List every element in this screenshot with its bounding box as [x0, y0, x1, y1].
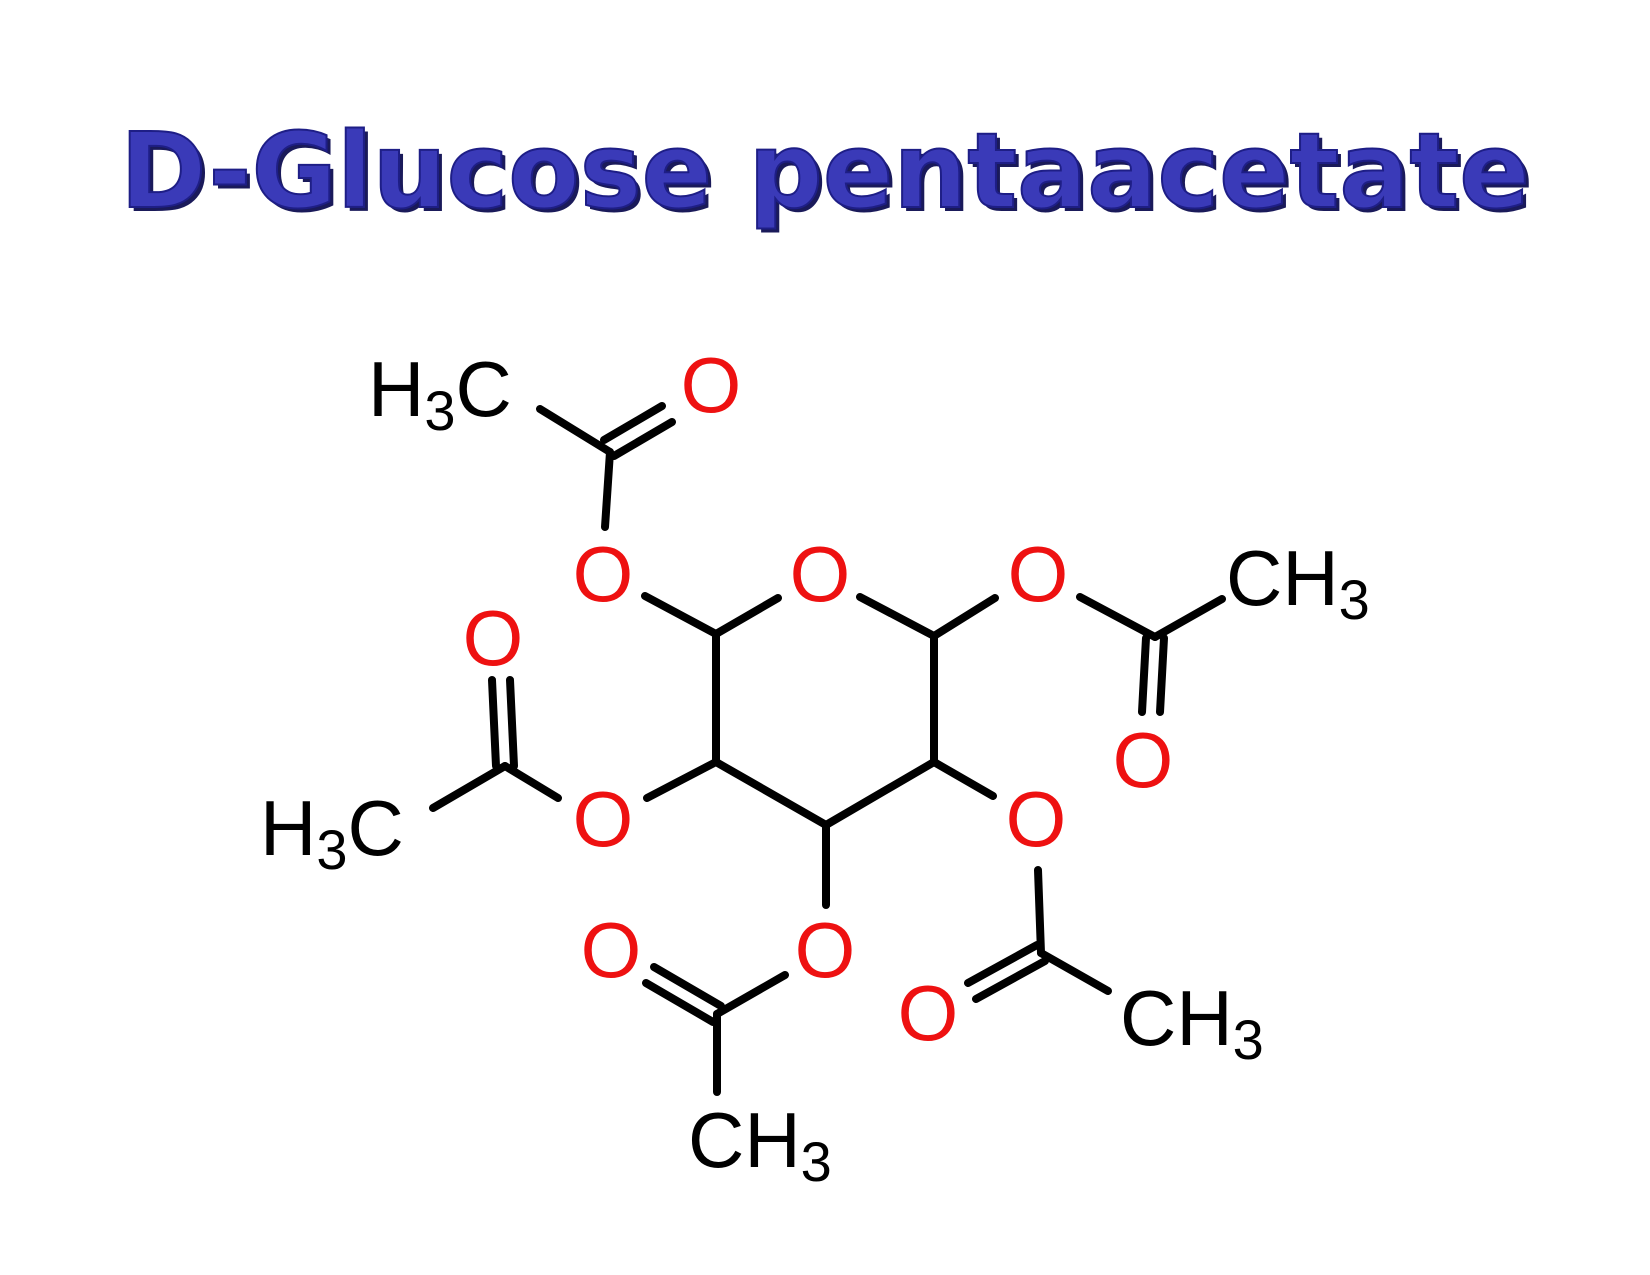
- c3-ester-oxygen-label: O: [795, 906, 856, 994]
- page-title: D-Glucose pentaacetate: [119, 109, 1531, 233]
- c5-ester-oxygen-label: O: [1008, 530, 1069, 618]
- c3-methyl-label: CH3: [688, 1096, 832, 1193]
- c2-ester-oxygen-label: O: [573, 775, 634, 863]
- c4-carbonyl-oxygen-label: O: [898, 969, 959, 1057]
- c3-carbonyl-oxygen-label: O: [581, 906, 642, 994]
- c1-carbonyl-oxygen-label: O: [681, 341, 742, 429]
- c1-ester-oxygen-label: O: [573, 530, 634, 618]
- bonds: [429, 402, 1226, 1096]
- c5-carbonyl-oxygen-label: O: [1113, 716, 1174, 804]
- ring-oxygen-label: O: [790, 530, 851, 618]
- c1-methyl-label: H3C: [368, 345, 512, 442]
- c4-methyl-label: CH3: [1120, 974, 1264, 1071]
- c2-carbonyl-oxygen-label: O: [463, 594, 524, 682]
- c4-ester-oxygen-label: O: [1006, 775, 1067, 863]
- c2-methyl-label: H3C: [260, 784, 404, 881]
- c5-methyl-label: CH3: [1226, 534, 1370, 631]
